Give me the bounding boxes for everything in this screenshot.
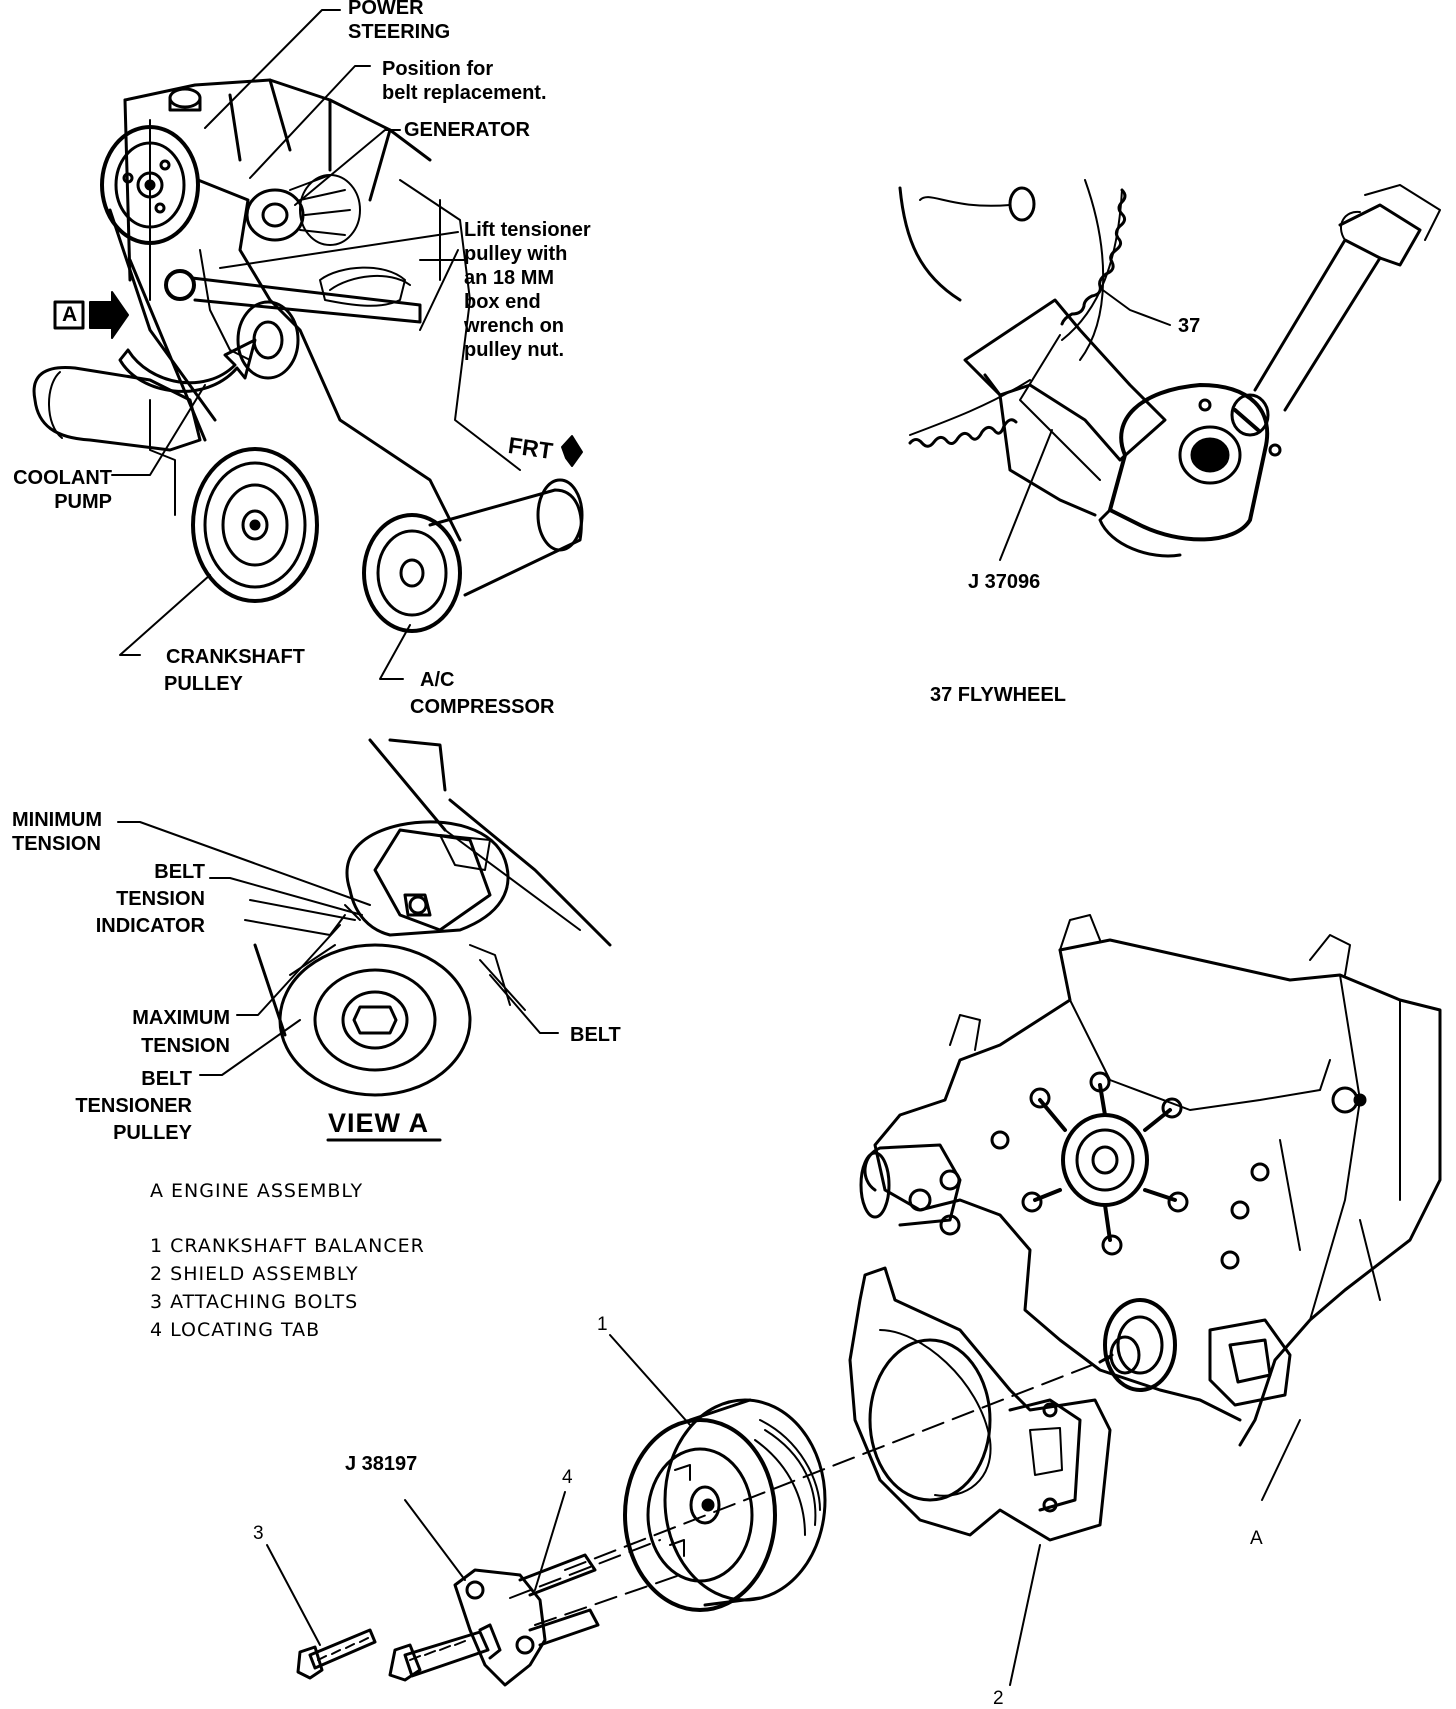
coolant-pump-label: COOLANT PUMP [13, 467, 112, 513]
crankshaft-pulley-label: CRANKSHAFT PULLEY [164, 646, 305, 695]
leader-coolant-pump [111, 384, 206, 476]
leader-generator [294, 129, 401, 206]
ratchet-handle [1253, 238, 1382, 412]
belt-tensioner-pulley [278, 943, 472, 1097]
rotation-arrow [118, 338, 257, 393]
leader-tensioner-2 [419, 249, 459, 331]
belt-replacement-position-label: Position for belt replacement. [382, 58, 547, 104]
leader-position [249, 65, 371, 179]
view-a-marker-letter: A [62, 303, 78, 326]
drive-belt [108, 178, 462, 542]
legend-item: 1 CRANKSHAFT BALANCER [150, 1235, 425, 1257]
balancer-drawing [266, 914, 1442, 1687]
tensioner-instruction-label: Lift tensioner pulley with an 18 MM box … [464, 219, 591, 361]
callout-1: 1 [597, 1314, 608, 1335]
ring-gear-upper [1060, 188, 1127, 326]
leader-max-tension [236, 924, 341, 1016]
leader-tensioner-pulley [199, 1019, 301, 1076]
belt-tension-indicator-label: BELT TENSION INDICATOR [95, 861, 205, 937]
tool-j38197-label: J 38197 [345, 1453, 418, 1475]
view-a-title: VIEW A [328, 1108, 430, 1138]
wrench [164, 269, 422, 324]
callout-4: 4 [562, 1467, 573, 1488]
leader-crankshaft [119, 574, 211, 656]
flywheel-drawing [898, 179, 1441, 561]
frt-label: FRT [506, 432, 555, 464]
power-steering-pulley [100, 87, 202, 245]
leader-4 [534, 1491, 566, 1591]
crankshaft-balancer [623, 1398, 827, 1612]
attaching-bolt [296, 1628, 377, 1680]
view-a-drawing [117, 738, 612, 1142]
leader-j38197 [404, 1499, 466, 1581]
callout-3: 3 [253, 1523, 264, 1544]
ratchet-head [1098, 383, 1282, 558]
leader-min-tension [117, 821, 371, 906]
leader-37 [1099, 287, 1171, 326]
j38197-tool [388, 1553, 600, 1687]
front-seal [1098, 1298, 1177, 1392]
ring-gear-lower [908, 418, 1018, 448]
center-axis [564, 1357, 1111, 1571]
legend-item: 3 ATTACHING BOLTS [150, 1291, 359, 1313]
leader-3 [266, 1544, 321, 1646]
maximum-tension-label: MAXIMUM TENSION [132, 1007, 230, 1057]
generator-pulley [245, 174, 361, 246]
leader-2 [1009, 1544, 1041, 1686]
leader-a [1261, 1419, 1301, 1501]
crankshaft-pulley [191, 447, 319, 603]
view-a-marker [53, 291, 129, 339]
j37096-tool-body [963, 298, 1167, 462]
minimum-tension-label: MINIMUM TENSION [12, 809, 102, 855]
ac-compressor [362, 478, 584, 633]
power-steering-label: POWER STEERING [348, 0, 451, 43]
flywheel-caption: 37 FLYWHEEL [930, 684, 1066, 706]
callout-37: 37 [1178, 315, 1201, 337]
accessory-drive-drawing [32, 9, 584, 680]
leader-belt-indicator [209, 877, 363, 916]
frt-arrow [561, 435, 583, 467]
leader-belt [489, 974, 559, 1034]
leader-tensioner [219, 231, 459, 269]
generator-label: GENERATOR [404, 119, 530, 141]
engine-block [873, 938, 1442, 1447]
leader-1 [609, 1334, 691, 1426]
legend-item: 2 SHIELD ASSEMBLY [150, 1263, 359, 1285]
water-pump [990, 1071, 1367, 1270]
callout-a: A [1250, 1528, 1263, 1549]
legend-engine-assembly: A ENGINE ASSEMBLY [150, 1180, 364, 1202]
legend-item: 4 LOCATING TAB [150, 1319, 321, 1341]
leader-j37096 [999, 429, 1053, 561]
ac-compressor-label: A/C COMPRESSOR [410, 669, 555, 718]
tensioner-assembly [345, 820, 510, 937]
belt-label: BELT [570, 1024, 621, 1046]
shield-assembly [848, 1266, 1112, 1542]
leader-ac [379, 624, 411, 680]
belt-tensioner-pulley-label: BELT TENSIONER PULLEY [75, 1068, 192, 1144]
callout-2: 2 [993, 1688, 1004, 1709]
tool-j37096-label: J 37096 [968, 571, 1041, 593]
leader-power-steering [204, 9, 341, 129]
